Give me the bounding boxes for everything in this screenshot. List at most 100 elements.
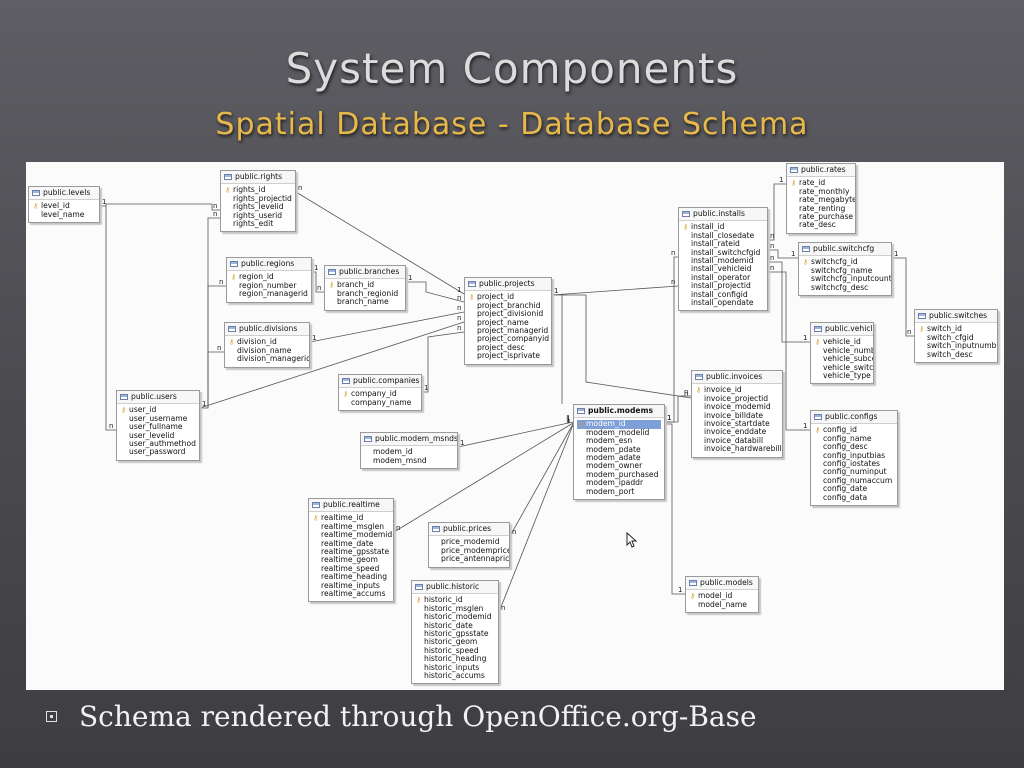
table-field[interactable]: rate_monthly (790, 187, 852, 196)
table-header[interactable]: public.rates (787, 164, 855, 178)
table-field[interactable]: rights_projectid (224, 194, 292, 203)
table-field[interactable]: historic_msglen (415, 604, 495, 613)
table-field[interactable]: historic_modemid (415, 612, 495, 621)
table-field[interactable]: realtime_gpsstate (312, 547, 390, 556)
table-field[interactable]: historic_geom (415, 638, 495, 646)
table-field[interactable]: historic_speed (415, 646, 495, 655)
table-header[interactable]: public.companies (339, 375, 421, 389)
table-header[interactable]: public.historic (412, 581, 498, 595)
table-field[interactable]: project_desc (468, 343, 548, 352)
table-field[interactable]: historic_gpsstate (415, 629, 495, 638)
table-field[interactable]: ⚷invoice_id (695, 386, 779, 395)
table-field[interactable]: vehicle_type (814, 371, 871, 380)
table-field[interactable]: install_vehicleid (682, 265, 764, 273)
table-field[interactable]: invoice_billdate (695, 411, 779, 420)
table-field[interactable]: modem_port (577, 487, 661, 496)
table-field[interactable]: project_name (468, 318, 548, 327)
table-field[interactable]: project_companyid (468, 335, 549, 343)
table-field[interactable]: rate_renting (790, 204, 852, 213)
table-field[interactable]: user_authmethod (120, 439, 196, 448)
table-field[interactable]: historic_heading (415, 654, 495, 663)
table-field[interactable]: invoice_modemid (695, 402, 779, 411)
table-field[interactable]: realtime_modemid (312, 530, 392, 539)
table-field[interactable]: company_name (342, 398, 418, 407)
table-field[interactable]: modem_id (364, 448, 454, 456)
table-field[interactable]: config_numaccum (814, 476, 894, 485)
table-field[interactable]: ⚷rights_id (224, 186, 292, 195)
table-field[interactable]: user_fullname (120, 422, 196, 431)
table-field[interactable]: ⚷install_id (682, 223, 764, 232)
table-field[interactable]: ⚷historic_id (415, 596, 495, 605)
table-field[interactable]: rate_desc (790, 221, 852, 229)
table-field[interactable]: config_data (814, 493, 894, 502)
table-field[interactable]: invoice_databill (695, 436, 779, 445)
table-field[interactable]: invoice_enddate (695, 428, 779, 436)
table-field[interactable]: ⚷project_id (468, 293, 548, 302)
table-field[interactable]: modem_ipaddr (577, 478, 661, 487)
table-field[interactable]: rights_levelid (224, 202, 292, 211)
table-header[interactable]: public.levels (29, 187, 99, 201)
table-field[interactable]: division_name (228, 346, 306, 355)
table-field[interactable]: install_switchcfgid (682, 248, 764, 257)
table-field[interactable]: ⚷config_id (814, 426, 894, 435)
table-field[interactable]: ⚷branch_id (328, 281, 402, 290)
table-field[interactable]: branch_name (328, 297, 402, 306)
table-field[interactable]: project_managerid (468, 326, 548, 335)
table-field[interactable]: region_number (230, 281, 308, 290)
table-field[interactable]: user_username (120, 414, 196, 423)
table-header[interactable]: public.vehicle (811, 323, 873, 337)
table-header[interactable]: public.divisions (225, 323, 309, 337)
table-field[interactable]: rate_purchase (790, 212, 853, 221)
table-header[interactable]: public.branches (325, 266, 405, 280)
table-field[interactable]: realtime_msglen (312, 522, 390, 531)
table-field[interactable]: switchcfg_desc (802, 283, 888, 292)
table-field[interactable]: realtime_date (312, 539, 390, 548)
table-field[interactable]: config_numinput (814, 468, 894, 476)
table-field[interactable]: vehicle_numb (814, 346, 873, 355)
table-field[interactable]: modem_adate (577, 453, 661, 462)
table-field[interactable]: ⚷company_id (342, 390, 418, 399)
table-field[interactable]: invoice_projectid (695, 394, 779, 403)
table-field[interactable]: historic_accums (415, 671, 495, 680)
table-field[interactable]: install_operator (682, 273, 764, 282)
table-field[interactable]: ⚷user_id (120, 406, 196, 415)
table-header[interactable]: public.users (117, 391, 199, 405)
table-field[interactable]: install_rateid (682, 239, 764, 248)
table-field[interactable]: ⚷modem_id (577, 420, 661, 429)
table-field[interactable]: price_antennaprice (432, 554, 509, 563)
table-field[interactable]: ⚷division_id (228, 338, 306, 347)
table-field[interactable]: invoice_startdate (695, 419, 779, 428)
table-field[interactable]: project_isprivate (468, 351, 548, 360)
table-field[interactable]: model_name (689, 600, 755, 609)
table-field[interactable]: switchcfg_name (802, 266, 888, 275)
table-header[interactable]: public.prices (429, 523, 509, 537)
table-field[interactable]: realtime_inputs (312, 581, 390, 590)
table-field[interactable]: realtime_geom (312, 556, 390, 564)
table-field[interactable]: vehicle_switc (814, 363, 873, 372)
table-header[interactable]: public.switchcfg (799, 243, 891, 257)
table-field[interactable]: switch_inputnumb (918, 341, 996, 350)
table-field[interactable]: modem_purchased (577, 470, 661, 479)
table-header[interactable]: public.regions (227, 258, 311, 272)
table-field[interactable]: realtime_speed (312, 564, 390, 573)
table-field[interactable]: ⚷region_id (230, 273, 308, 282)
table-field[interactable]: rate_megabyte (790, 195, 855, 204)
table-header[interactable]: public.configs (811, 411, 897, 425)
table-field[interactable]: ⚷rate_id (790, 179, 852, 188)
table-field[interactable]: rights_userid (224, 211, 292, 220)
table-header[interactable]: public.invoices (692, 371, 782, 385)
